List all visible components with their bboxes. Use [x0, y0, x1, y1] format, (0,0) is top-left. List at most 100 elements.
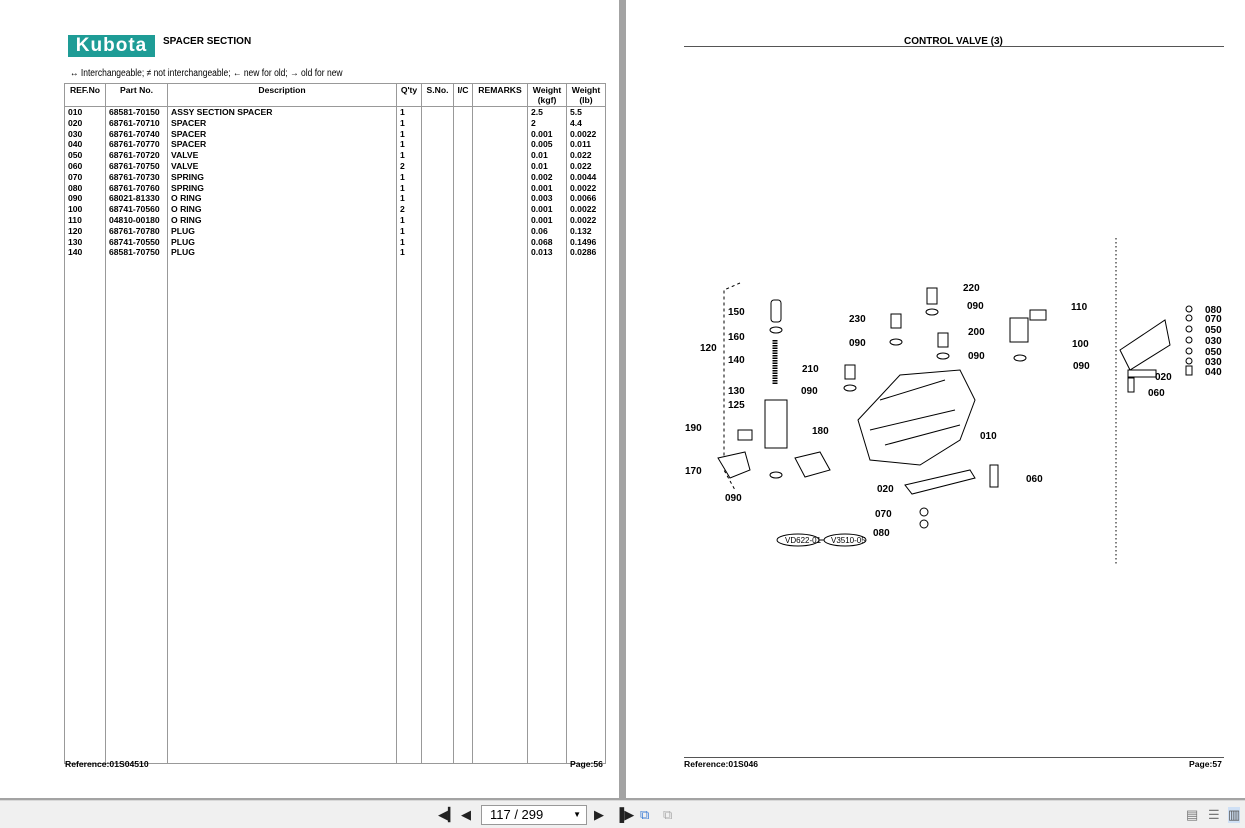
- fit-width-icon[interactable]: ⧉: [663, 807, 673, 822]
- two-page-view-icon[interactable]: ▥: [1228, 807, 1241, 823]
- callout-label: 050: [1205, 347, 1222, 358]
- table-cell: 0.022: [566, 160, 606, 172]
- callout-label: 090: [725, 493, 742, 504]
- callout-label: 090: [1073, 361, 1090, 372]
- next-page-icon[interactable]: ▶: [594, 807, 604, 822]
- callout-label: 125: [728, 400, 745, 411]
- page-number-left: Page:56: [570, 759, 603, 769]
- page-display: 117 / 299: [490, 807, 544, 822]
- page-title: SPACER SECTION: [163, 36, 252, 47]
- column-header: Weight (lb): [566, 83, 606, 107]
- table-cell: 0.0022: [566, 214, 606, 226]
- table-cell: 0.022: [566, 150, 606, 161]
- legend-text: ↔ Interchangeable; ≠ not interchangeable…: [70, 68, 343, 79]
- kubota-logo: Kubota: [68, 35, 155, 57]
- callout-label: 180: [812, 426, 829, 437]
- table-cell: 0.0022: [566, 204, 606, 215]
- table-cell: 0.0022: [566, 182, 606, 194]
- table-cell: 4.4: [566, 117, 606, 129]
- callout-label: 050: [1205, 325, 1222, 336]
- callout-label: 080: [873, 528, 890, 539]
- column-header: Part No.: [105, 83, 168, 107]
- reference-left: Reference:01S04510: [65, 759, 149, 769]
- header-rule: [684, 46, 1224, 47]
- page-title-right: CONTROL VALVE (3): [904, 36, 1003, 47]
- callout-label: 110: [1071, 302, 1088, 313]
- callout-label: 220: [963, 283, 980, 294]
- stamp-text: V3510-05: [831, 536, 866, 545]
- footer-rule: [684, 757, 1224, 758]
- continuous-view-icon[interactable]: ☰: [1208, 807, 1220, 822]
- table-cell: 0.0286: [566, 247, 606, 259]
- column-header: Description: [167, 83, 397, 107]
- table-cell: 0.011: [566, 139, 606, 151]
- callout-label: 120: [700, 343, 717, 354]
- callout-label: 130: [728, 386, 745, 397]
- callout-label: 030: [1205, 357, 1222, 368]
- callout-label: 030: [1205, 336, 1222, 347]
- callout-label: 170: [685, 466, 702, 477]
- callout-label: 160: [728, 332, 745, 343]
- reference-right: Reference:01S046: [684, 759, 759, 769]
- callout-label: 190: [685, 423, 702, 434]
- callout-label: 090: [801, 386, 818, 397]
- previous-page-icon[interactable]: ◀: [461, 807, 471, 822]
- left-page: Kubota SPACER SECTION ↔ Interchangeable;…: [0, 0, 619, 798]
- callout-label: 090: [967, 301, 984, 312]
- fit-page-icon[interactable]: ⧉: [640, 807, 650, 822]
- table-cell: 0.0044: [566, 171, 606, 183]
- single-page-view-icon[interactable]: ▤: [1186, 807, 1199, 822]
- table-cell: 0.1496: [566, 236, 606, 248]
- bracket-line: [723, 282, 741, 491]
- valve-body: [857, 369, 976, 466]
- callout-label: 040: [1205, 367, 1222, 378]
- callout-label: 090: [849, 338, 866, 349]
- callout-label: 230: [849, 314, 866, 325]
- callout-label: 070: [1205, 314, 1222, 325]
- callout-label: 060: [1148, 388, 1165, 399]
- column-header: REMARKS: [472, 83, 528, 107]
- table-cell: 5.5: [566, 106, 606, 118]
- table-cell: 0.0066: [566, 193, 606, 205]
- callout-label: 070: [875, 509, 892, 520]
- callout-label: 200: [968, 327, 985, 338]
- callout-label: 090: [968, 351, 985, 362]
- callout-label: 020: [1155, 372, 1172, 383]
- callout-label: 150: [728, 307, 745, 318]
- first-page-icon[interactable]: ◀▎: [438, 807, 458, 822]
- callout-label: 210: [802, 364, 819, 375]
- callout-label: 060: [1026, 474, 1043, 485]
- navigation-toolbar: ◀▎ ◀ 117 / 299 ▼ ▶ ▐▶ ⧉ ⧉ ▤ ☰ ▥: [0, 800, 1245, 828]
- callout-label: 020: [877, 484, 894, 495]
- table-filler: [64, 258, 606, 764]
- callout-label: 010: [980, 431, 997, 442]
- table-cell: 0.132: [566, 225, 606, 237]
- page-number-right: Page:57: [1189, 759, 1222, 769]
- spacer-block: [764, 399, 788, 449]
- callout-label: 140: [728, 355, 745, 366]
- exploded-diagram: VD622-01 V3510-05 220 090 110 150 230 200 160 0…: [685, 238, 1222, 566]
- last-page-icon[interactable]: ▐▶: [615, 807, 635, 822]
- page-selector[interactable]: 117 / 299 ▼: [481, 805, 587, 825]
- column-header: REF.No: [64, 83, 106, 107]
- stamp-text: VD622-01: [785, 536, 822, 545]
- table-cell: 0.0022: [566, 128, 606, 140]
- dropdown-arrow-icon: ▼: [573, 810, 581, 819]
- callout-label: 100: [1072, 339, 1089, 350]
- callout-label: 080: [1205, 305, 1222, 316]
